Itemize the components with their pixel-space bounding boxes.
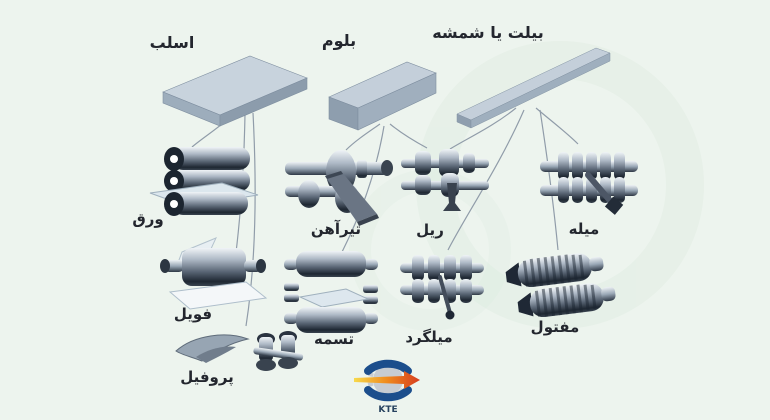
foil-mill-illustration — [160, 237, 268, 310]
logo-arrow-icon — [354, 371, 420, 389]
label-wire: مفتول — [530, 318, 580, 336]
slab-illustration — [162, 55, 308, 127]
kte-logo: KTE — [354, 359, 420, 415]
label-profile: پروفیل — [180, 368, 234, 386]
bloom-illustration — [328, 61, 437, 131]
ibeam-mill-illustration — [285, 150, 393, 226]
connector-bloom-ibeam — [345, 123, 381, 151]
profile-illustration — [175, 331, 304, 371]
label-strip: تسمه — [313, 330, 355, 348]
billet-illustration — [456, 47, 611, 129]
label-rail: ریل — [416, 221, 444, 239]
strip-mill-illustration — [284, 251, 378, 333]
connector-bloom-strip — [341, 125, 385, 253]
logo-top-roller-icon — [364, 359, 412, 375]
label-bloom: بلوم — [321, 31, 357, 50]
connector-bloom-rail — [389, 123, 428, 149]
label-rebar: میلگرد — [405, 328, 453, 346]
sheet-mill-illustration — [149, 147, 259, 216]
logo-bottom-roller-icon — [364, 386, 412, 402]
label-ibeam: تیرآهن — [310, 220, 362, 238]
rebar-mill-illustration — [400, 255, 484, 320]
rail-mill-illustration — [401, 149, 489, 211]
label-foil: فویل — [173, 305, 213, 323]
connector-billet-wire — [539, 109, 559, 251]
label-billet: بیلت یا شمشه — [432, 23, 544, 42]
label-sheet: ورق — [132, 210, 164, 228]
logo-text: KTE — [378, 405, 397, 415]
label-rod: میله — [568, 220, 600, 238]
connector-slab-profile — [245, 112, 256, 327]
label-slab: اسلب — [149, 33, 195, 52]
connector-billet-rail — [449, 107, 517, 150]
wire-mill-illustration — [505, 253, 616, 318]
rod-mill-illustration — [540, 152, 638, 215]
